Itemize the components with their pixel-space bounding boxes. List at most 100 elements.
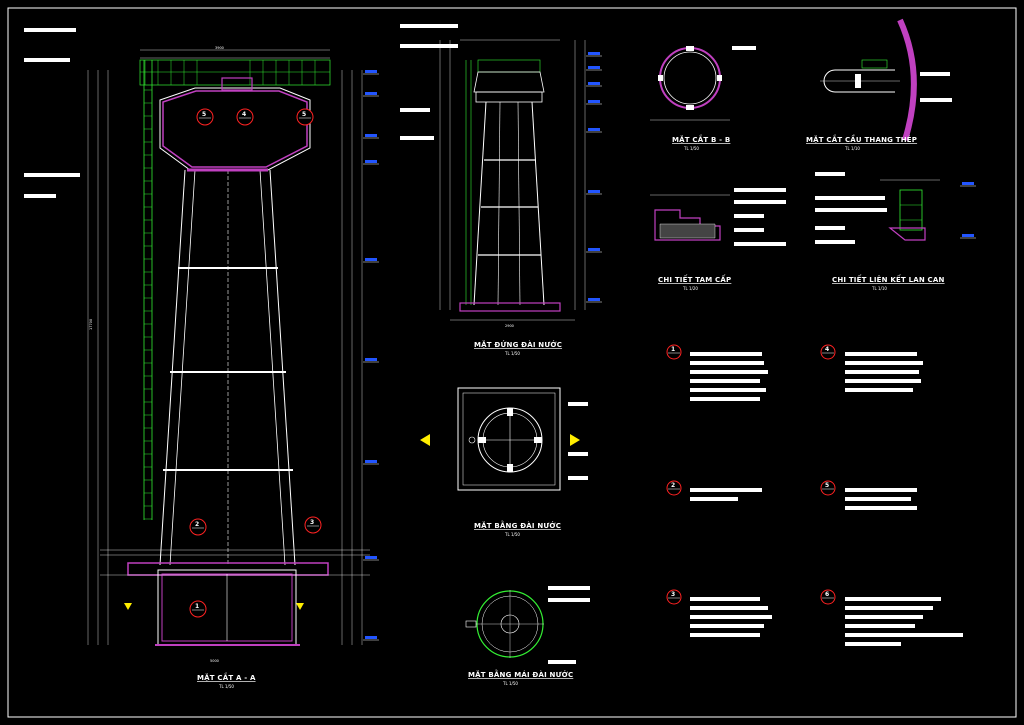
note-bar: [845, 606, 933, 610]
section-bb: [650, 46, 730, 121]
dim-2900: 2900: [505, 324, 514, 328]
note-bar: [845, 597, 941, 601]
note-bar: [690, 361, 764, 365]
note-bar: [690, 606, 768, 610]
note-bar: [568, 402, 588, 406]
level-marker: [588, 100, 600, 103]
marker-4: 4: [236, 108, 254, 126]
note-bar: [548, 598, 590, 602]
note-bar: [845, 642, 901, 646]
title-section-bb: MẶT CẮT B - B: [672, 134, 730, 144]
level-marker: [588, 190, 600, 193]
note-bar: [690, 488, 762, 492]
note-bar: [845, 506, 917, 510]
note-bar: [734, 188, 786, 192]
level-marker: [365, 160, 377, 163]
scale-roof-plan: TL 1/50: [502, 681, 518, 686]
svg-text:5: 5: [202, 111, 206, 118]
note-bar: [24, 173, 80, 177]
title-railing-detail: CHI TIẾT LIÊN KẾT LAN CAN: [832, 274, 945, 284]
note-bar: [548, 660, 576, 664]
note-bar: [845, 615, 923, 619]
title-elevation: MẶT ĐỨNG ĐÀI NƯỚC: [474, 340, 562, 349]
svg-text:4: 4: [242, 111, 246, 118]
scale-ladder-section: TL 1/10: [844, 146, 860, 151]
note-bar: [548, 586, 590, 590]
title-section-aa: MẶT CẮT A - A: [197, 672, 256, 682]
note-bar: [690, 352, 762, 356]
note-bar: [690, 379, 760, 383]
note-bar: [815, 240, 855, 244]
marker-2: 2: [189, 518, 207, 536]
note-bar: [845, 633, 963, 637]
level-marker: [588, 248, 600, 251]
note-bar: [732, 46, 756, 50]
dim-3900: 3900: [215, 46, 224, 50]
note-bar: [845, 488, 917, 492]
note-bar: [845, 361, 923, 365]
note-bar: [845, 497, 911, 501]
level-marker: [588, 52, 600, 55]
svg-text:5: 5: [302, 111, 306, 118]
note-bar: [690, 624, 764, 628]
marker-1: 1: [189, 600, 207, 618]
title-plan: MẶT BẰNG ĐÀI NƯỚC: [474, 520, 561, 530]
svg-text:2: 2: [195, 521, 199, 528]
svg-text:3: 3: [310, 519, 314, 526]
note-bar: [734, 242, 786, 246]
level-marker: [962, 182, 974, 185]
marker-3: 3: [304, 516, 322, 534]
note-text-blocks: [24, 24, 963, 664]
note-marker-6: 6: [820, 589, 836, 605]
note-bar: [690, 633, 760, 637]
note-bar: [920, 98, 952, 102]
note-marker-4: 4: [820, 344, 836, 360]
level-marker: [588, 66, 600, 69]
note-bar: [400, 108, 430, 112]
ladder-section-detail: [820, 18, 917, 141]
note-bar: [400, 136, 434, 140]
railing-detail: [880, 179, 940, 241]
note-bar: [845, 370, 919, 374]
scale-section-aa: TL 1/50: [218, 684, 234, 689]
scale-railing-detail: TL 1/10: [871, 286, 887, 291]
note-marker-1: 1: [666, 344, 682, 360]
level-marker: [365, 556, 377, 559]
note-bar: [24, 194, 56, 198]
note-bar: [734, 228, 764, 232]
note-bar: [400, 44, 458, 48]
note-bar: [734, 214, 764, 218]
note-bar: [24, 28, 76, 32]
level-marker: [588, 128, 600, 131]
note-bar: [815, 208, 887, 212]
sheet-frame: [7, 7, 1017, 718]
note-bar: [734, 200, 786, 204]
note-bar: [845, 388, 913, 392]
plan-view: [420, 387, 580, 491]
scale-step-detail: TL 1/20: [682, 286, 698, 291]
note-bar: [690, 497, 738, 501]
note-bar: [920, 72, 950, 76]
level-marker: [365, 92, 377, 95]
note-bar: [690, 370, 768, 374]
marker-5-left: 5: [196, 108, 214, 126]
svg-text:1: 1: [671, 346, 675, 353]
level-marker: [365, 460, 377, 463]
note-bar: [690, 615, 772, 619]
note-bar: [845, 352, 917, 356]
level-marker: [588, 82, 600, 85]
dim-17700: 17700: [89, 319, 93, 330]
svg-text:6: 6: [825, 591, 829, 598]
note-bar: [845, 624, 915, 628]
note-bar: [568, 452, 588, 456]
scale-elevation: TL 1/50: [504, 351, 520, 356]
note-bar: [690, 397, 760, 401]
note-marker-5: 5: [820, 480, 836, 496]
svg-text:3: 3: [671, 591, 675, 598]
svg-text:4: 4: [825, 346, 829, 353]
note-bar: [815, 196, 885, 200]
level-marker: [365, 70, 377, 73]
note-marker-2: 2: [666, 480, 682, 496]
